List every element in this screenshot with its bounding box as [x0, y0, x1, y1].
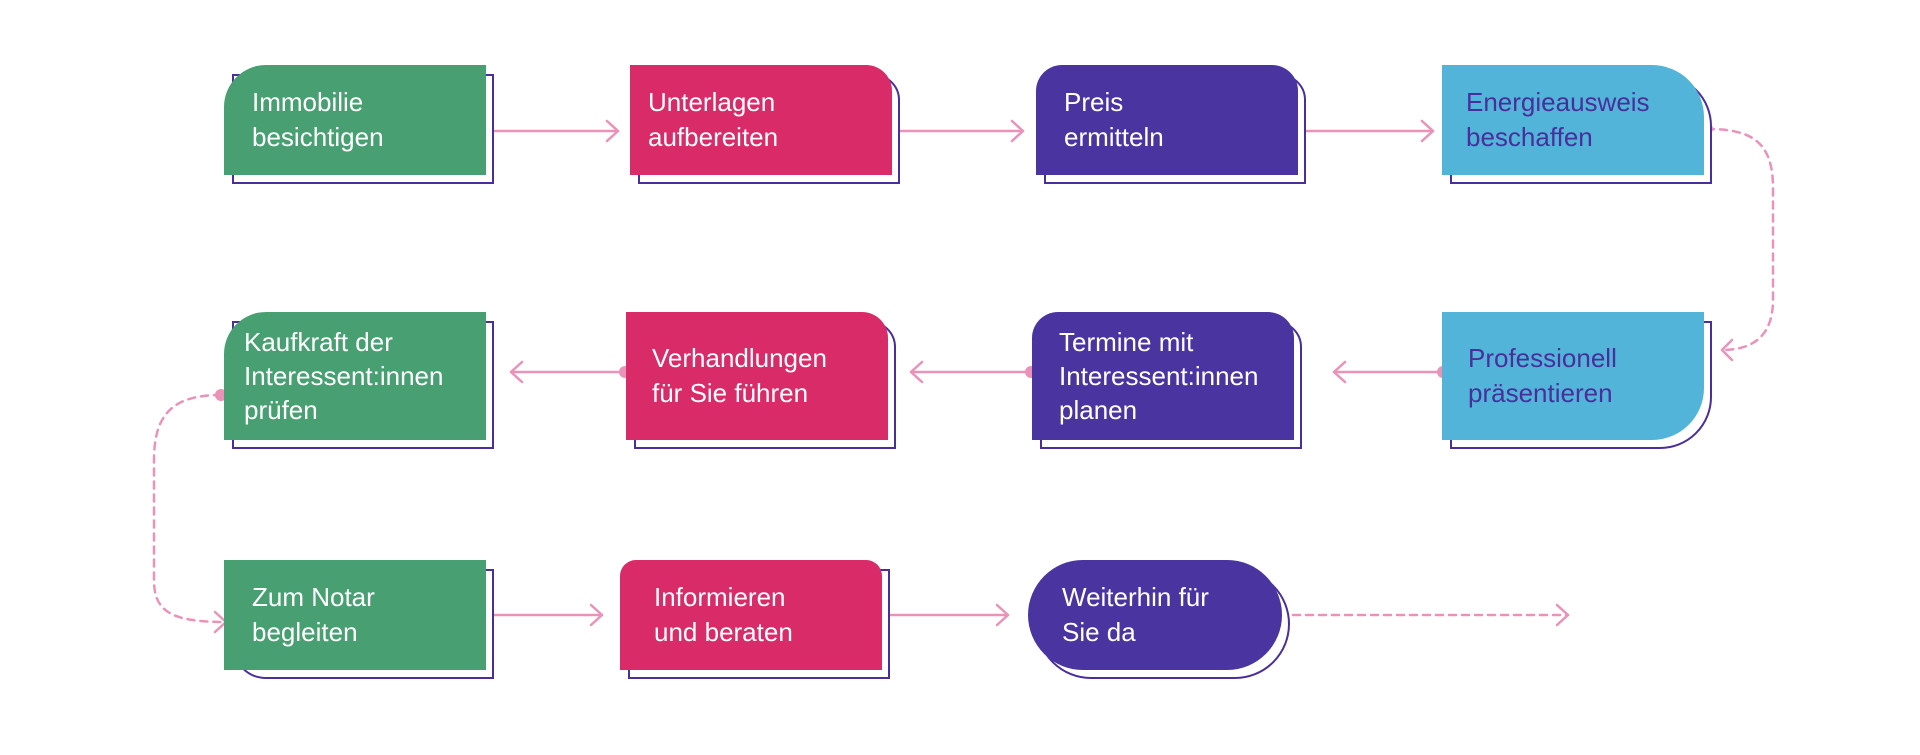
connector-9-10	[485, 603, 604, 627]
connector-6-7	[909, 360, 1033, 384]
step-label: Preis ermitteln	[1064, 87, 1164, 152]
step-label: Informieren und beraten	[654, 582, 793, 647]
step-box: Unterlagen aufbereiten	[630, 65, 892, 175]
step-weiterhin-fuer-sie-da: Weiterhin für Sie da	[1028, 560, 1290, 679]
step-kaufkraft-pruefen: Kaufkraft der Interessent:innen prüfen	[224, 312, 494, 449]
step-box: Zum Notar begleiten	[224, 560, 486, 670]
step-box: Weiterhin für Sie da	[1028, 560, 1282, 670]
step-verhandlungen-fuehren: Verhandlungen für Sie führen	[626, 312, 896, 449]
step-preis-ermitteln: Preis ermitteln	[1036, 65, 1306, 184]
step-label: Kaufkraft der Interessent:innen prüfen	[244, 327, 444, 425]
connector-8-9	[152, 393, 228, 634]
step-label: Zum Notar begleiten	[252, 582, 375, 647]
step-zum-notar-begleiten: Zum Notar begleiten	[224, 560, 494, 679]
step-informieren-beraten: Informieren und beraten	[620, 560, 890, 679]
connector-1-2	[485, 119, 620, 143]
connector-4-5	[1705, 127, 1775, 362]
step-label: Energieausweis beschaffen	[1466, 87, 1650, 152]
step-label: Weiterhin für Sie da	[1062, 582, 1209, 647]
step-label: Unterlagen aufbereiten	[648, 87, 779, 152]
step-label: Verhandlungen für Sie führen	[652, 343, 827, 408]
connector-7-8	[509, 360, 627, 384]
step-immobilie-besichtigen: Immobilie besichtigen	[224, 65, 494, 184]
step-box: Professionell präsentieren	[1442, 312, 1704, 440]
connector-10-11	[881, 603, 1010, 627]
connector-2-3	[877, 119, 1025, 143]
step-box: Informieren und beraten	[620, 560, 882, 670]
step-label: Termine mit Interessent:innen planen	[1059, 327, 1259, 425]
step-label: Professionell präsentieren	[1468, 343, 1617, 408]
connector-11-end	[1278, 603, 1570, 627]
step-energieausweis-beschaffen: Energieausweis beschaffen	[1442, 65, 1712, 184]
step-box: Energieausweis beschaffen	[1442, 65, 1704, 175]
step-label: Immobilie besichtigen	[252, 87, 384, 152]
connector-3-4	[1294, 119, 1435, 143]
step-professionell-praesentieren: Professionell präsentieren	[1442, 312, 1712, 449]
step-termine-planen: Termine mit Interessent:innen planen	[1032, 312, 1302, 449]
step-box: Kaufkraft der Interessent:innen prüfen	[224, 312, 486, 440]
step-box: Preis ermitteln	[1036, 65, 1298, 175]
step-box: Verhandlungen für Sie führen	[626, 312, 888, 440]
step-box: Immobilie besichtigen	[224, 65, 486, 175]
step-box: Termine mit Interessent:innen planen	[1032, 312, 1294, 440]
step-unterlagen-aufbereiten: Unterlagen aufbereiten	[630, 65, 900, 184]
connector-5-6	[1332, 360, 1445, 384]
